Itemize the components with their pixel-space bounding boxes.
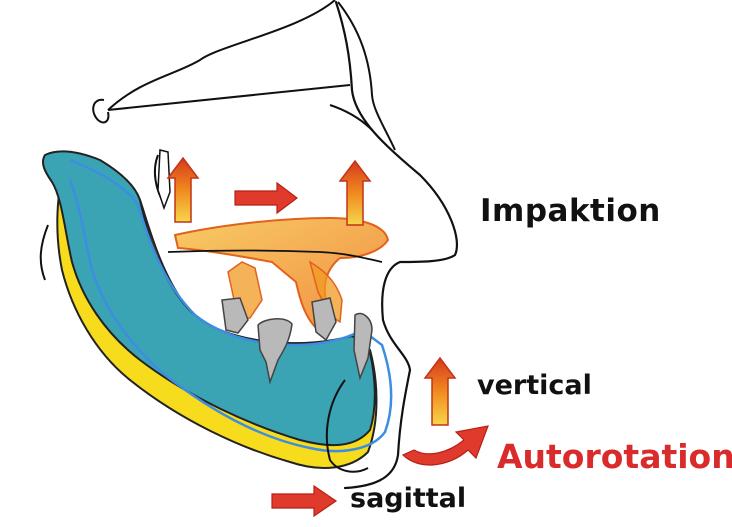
autorotation-curved-arrow-icon <box>401 425 489 466</box>
vertical-arrow-up-icon <box>423 356 457 426</box>
palate-line <box>167 249 383 263</box>
orbit-curve <box>329 104 373 131</box>
label-sagittal: sagittal <box>350 483 467 514</box>
impaction-arrow-up-icon <box>338 159 372 226</box>
mandible-teal <box>42 150 376 447</box>
forward-arrow-right-icon <box>234 181 298 215</box>
ramus-posterior-line <box>39 224 49 281</box>
lower-molar <box>257 318 293 385</box>
lower-incisor <box>353 312 373 381</box>
premolar <box>157 149 171 211</box>
upper-incisor <box>311 297 337 342</box>
chin-symphysis-line <box>325 379 369 473</box>
frankfort-line <box>107 84 351 111</box>
nasal-bone-line <box>337 1 396 151</box>
skull-orbit-line <box>107 0 336 111</box>
upper-molar <box>221 297 249 334</box>
sagittal-arrow-right-icon <box>271 484 338 518</box>
facial-profile-outline <box>334 0 459 490</box>
maxilla-impacted <box>173 216 390 332</box>
mandible-autorotated-outline <box>68 158 393 453</box>
label-impaktion: Impaktion <box>480 193 661 229</box>
impaction-arrow-up-icon <box>166 156 200 223</box>
ear-outline <box>92 98 110 124</box>
label-autorotation: Autorotation <box>497 437 732 476</box>
label-vertical: vertical <box>477 370 592 401</box>
